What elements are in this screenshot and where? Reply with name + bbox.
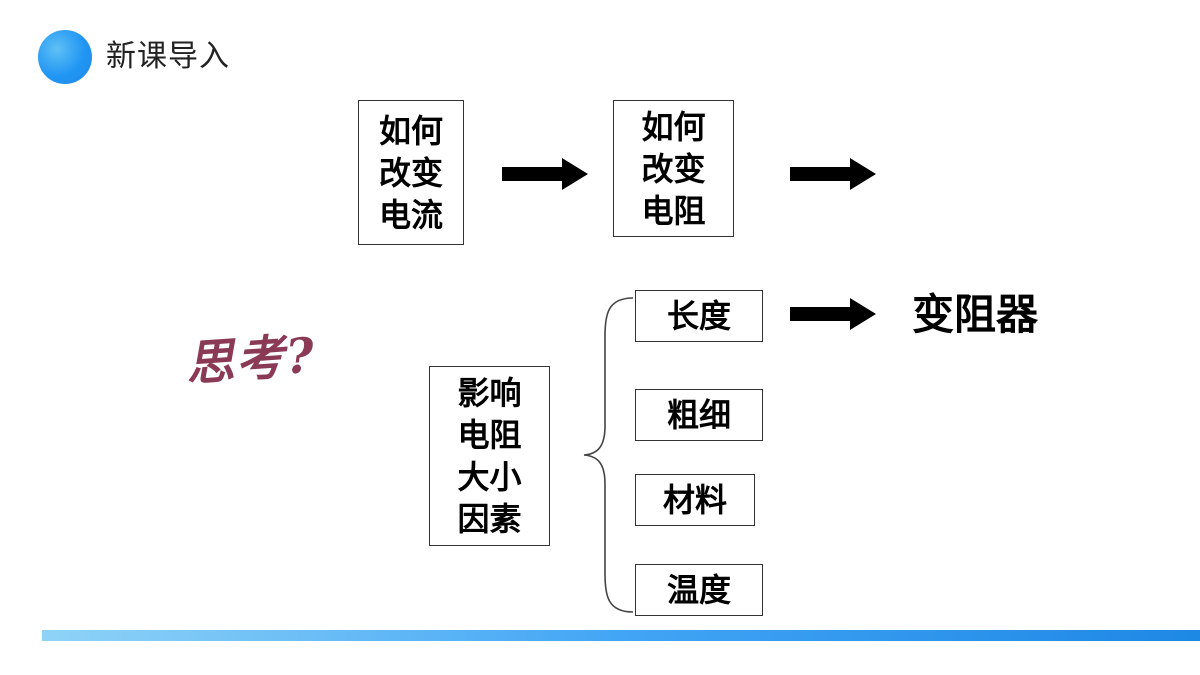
box-factors: 影响 电阻 大小 因素 (429, 366, 550, 546)
box-change-current: 如何 改变 电流 (358, 100, 464, 245)
arrow-right-icon (790, 298, 876, 330)
factor-length: 长度 (635, 290, 763, 342)
factor-temperature: 温度 (635, 564, 763, 616)
header-circle-icon (38, 30, 92, 84)
result-rheostat: 变阻器 (912, 290, 1039, 339)
curly-brace-icon (583, 297, 634, 613)
think-question: 思考? (184, 327, 318, 393)
arrow-right-icon (502, 158, 588, 190)
factor-material: 材料 (635, 474, 755, 526)
page-title: 新课导入 (106, 39, 230, 74)
arrow-right-icon (790, 158, 876, 190)
box-change-resistance: 如何 改变 电阻 (613, 100, 734, 237)
factor-thickness: 粗细 (635, 389, 763, 441)
bottom-divider-bar (42, 630, 1200, 641)
